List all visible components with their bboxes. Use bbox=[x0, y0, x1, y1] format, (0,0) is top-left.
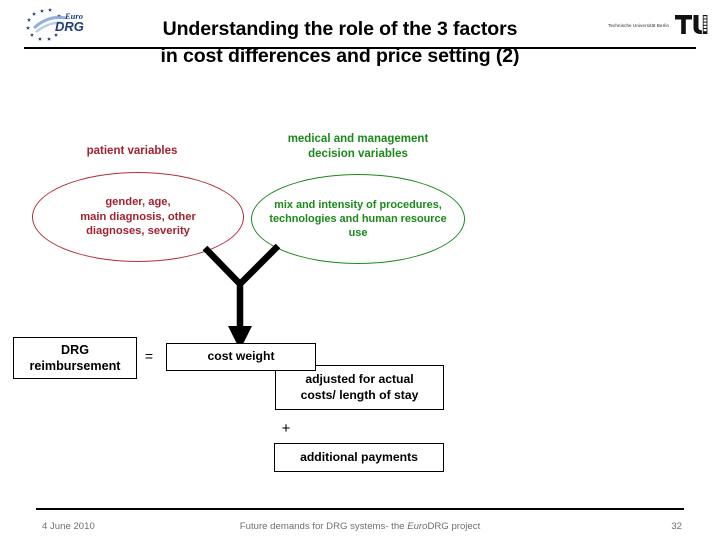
additional-payments-box: additional payments bbox=[274, 443, 444, 472]
medical-decision-ellipse-text: mix and intensity of procedures, technol… bbox=[252, 198, 464, 241]
converging-down-arrow-icon bbox=[202, 243, 281, 350]
adjusted-box-line2: costs/ length of stay bbox=[300, 387, 419, 402]
patient-ellipse-line3: diagnoses, severity bbox=[86, 225, 190, 238]
footer-title-italic: Euro bbox=[407, 521, 428, 532]
patient-variables-ellipse-text: gender, age, main diagnosis, other diagn… bbox=[33, 195, 243, 239]
footer-divider bbox=[36, 508, 684, 510]
tu-berlin-mark-icon bbox=[675, 15, 708, 34]
tu-berlin-wordmark: Technische Universität Berlin bbox=[607, 22, 669, 28]
patient-variables-ellipse: gender, age, main diagnosis, other diagn… bbox=[32, 172, 244, 262]
patient-variables-label: patient variables bbox=[86, 145, 178, 157]
page-title-line2: in cost differences and price setting (2… bbox=[160, 44, 520, 67]
adjusted-for-actual-costs-box: adjusted for actual costs/ length of sta… bbox=[275, 365, 444, 410]
svg-text:Euro: Euro bbox=[64, 11, 83, 21]
medical-label-line1: medical and management bbox=[287, 133, 429, 145]
medical-ellipse-line3: use bbox=[348, 227, 368, 240]
eurodrg-logo-icon: Euro DRG bbox=[24, 6, 96, 44]
medical-decision-variables-ellipse: mix and intensity of procedures, technol… bbox=[251, 174, 465, 264]
drg-box-line2: reimbursement bbox=[29, 359, 121, 373]
medical-ellipse-line1: mix and intensity of procedures, bbox=[274, 198, 442, 211]
drg-box-line1: DRG bbox=[61, 342, 89, 357]
plus-symbol: + bbox=[281, 420, 291, 437]
medical-decision-variables-label: medical and management decision variable… bbox=[258, 132, 458, 161]
patient-ellipse-line1: gender, age, bbox=[105, 196, 171, 209]
footer-title-pre: Future demands for DRG systems- the bbox=[239, 521, 408, 532]
header-divider bbox=[24, 47, 696, 49]
medical-ellipse-line2: technologies and human resource bbox=[269, 212, 447, 225]
footer-page-number: 32 bbox=[671, 521, 682, 532]
footer-date: 4 June 2010 bbox=[42, 521, 95, 532]
cost-weight-box: cost weight bbox=[166, 343, 316, 371]
svg-text:DRG: DRG bbox=[55, 19, 84, 34]
footer-title-post: DRG project bbox=[427, 521, 481, 532]
drg-reimbursement-box: DRG reimbursement bbox=[13, 337, 137, 379]
medical-label-line2: decision variables bbox=[308, 147, 408, 160]
page-title: Understanding the role of the 3 factors … bbox=[90, 16, 590, 69]
page-title-line1: Understanding the role of the 3 factors bbox=[162, 18, 518, 40]
patient-ellipse-line2: main diagnosis, other bbox=[80, 210, 196, 223]
equals-symbol: = bbox=[144, 348, 154, 364]
adjusted-box-line1: adjusted for actual bbox=[305, 371, 414, 386]
tu-berlin-logo: Technische Universität Berlin bbox=[607, 10, 708, 40]
footer-presentation-title: Future demands for DRG systems- the Euro… bbox=[0, 521, 720, 532]
